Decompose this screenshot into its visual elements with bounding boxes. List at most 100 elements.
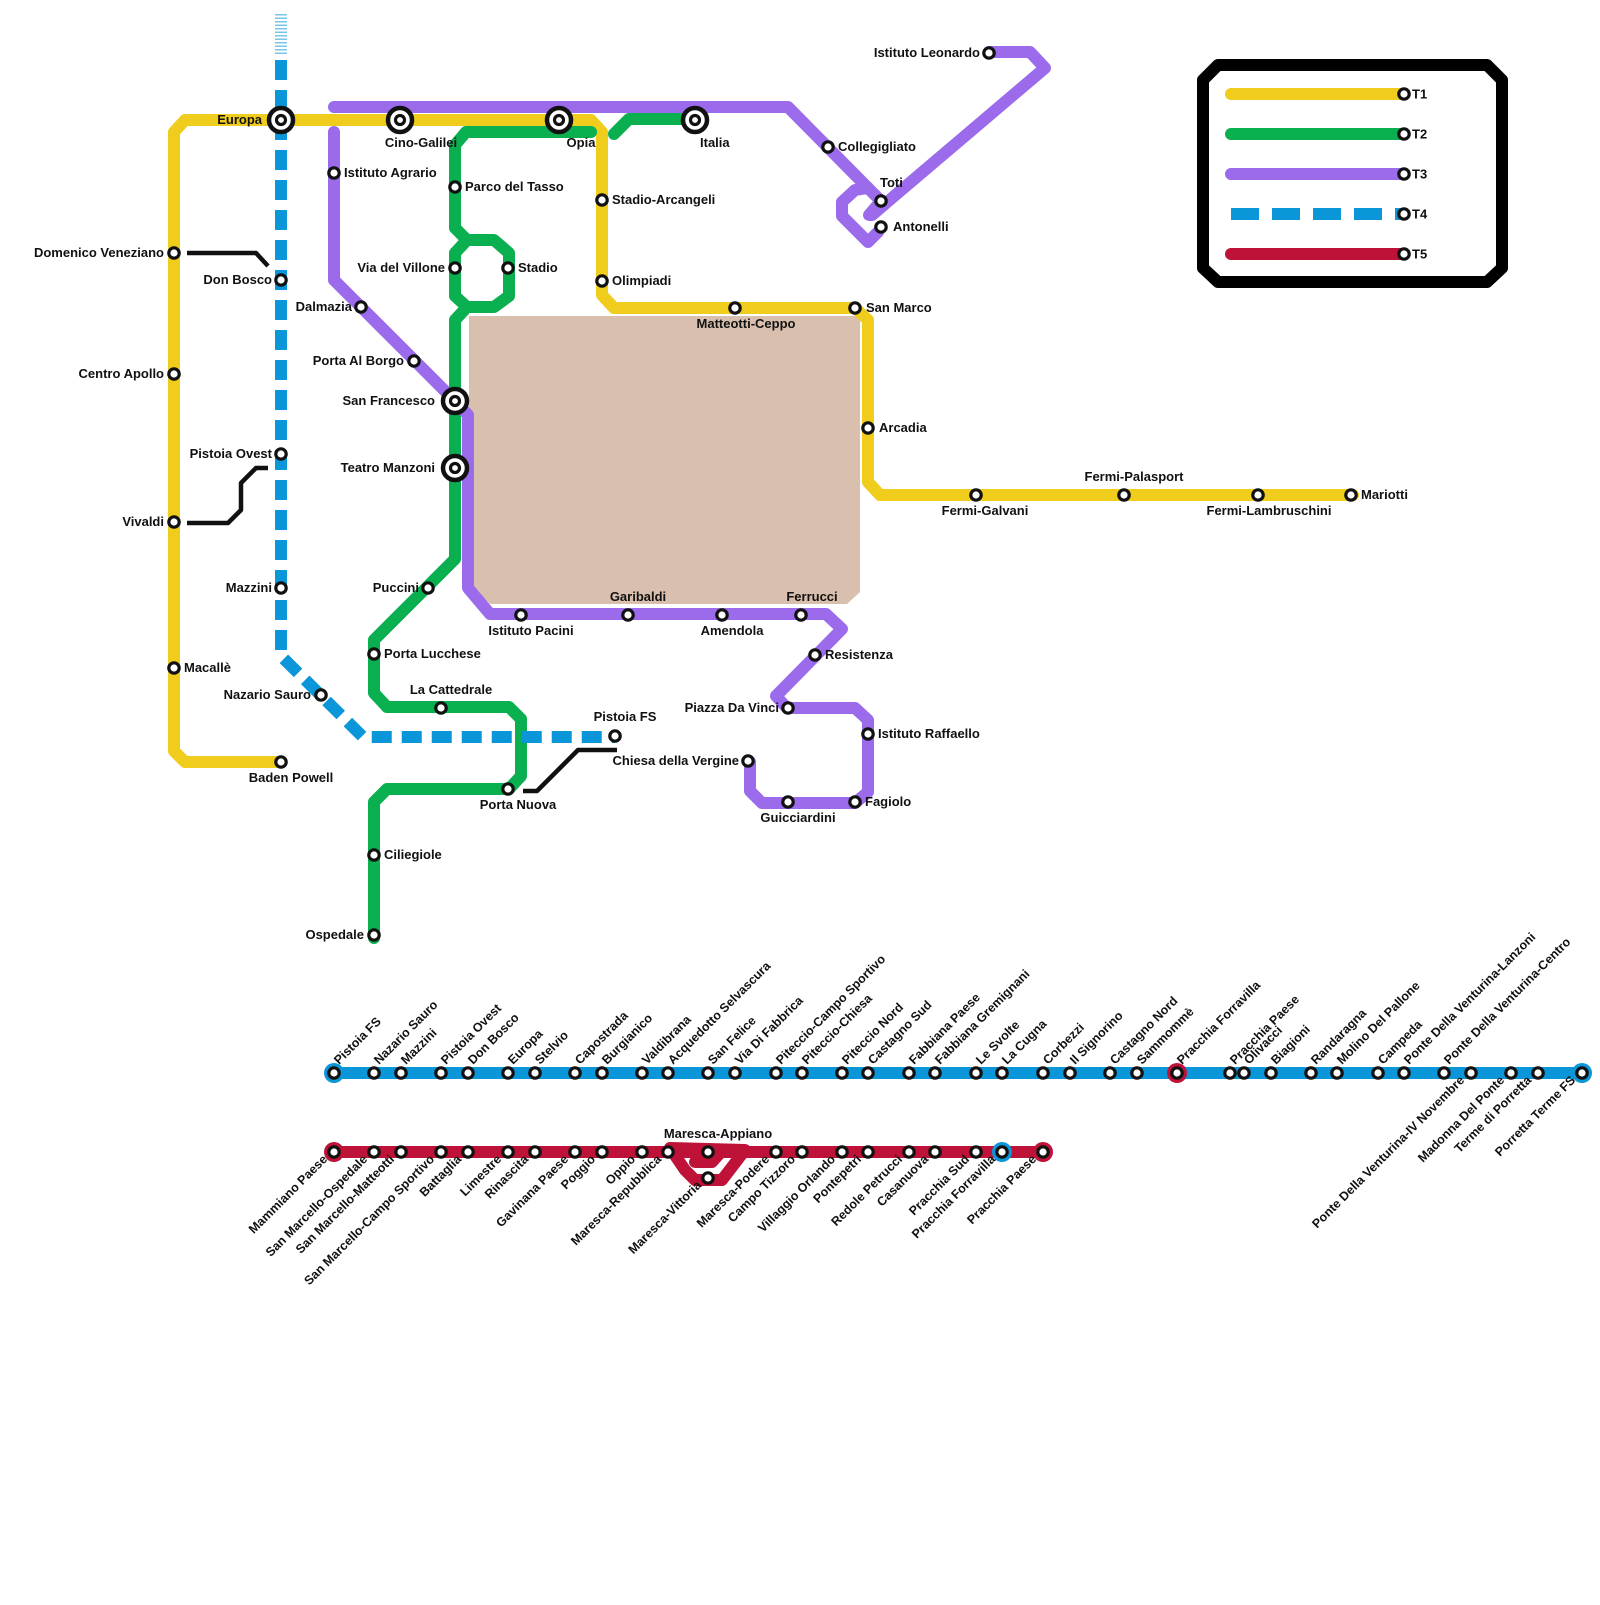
station-stadio[interactable]: Stadio xyxy=(501,260,558,275)
station-marker xyxy=(595,1145,609,1159)
station-istituto-agrario[interactable]: Istituto Agrario xyxy=(327,165,437,180)
station-label: Nazario Sauro xyxy=(224,687,311,702)
station-marker xyxy=(327,1066,341,1080)
station-marker xyxy=(367,647,381,661)
station-guicciardini[interactable]: Guicciardini xyxy=(760,795,836,825)
station-matteotti-ceppo[interactable]: Matteotti-Ceppo xyxy=(697,301,796,331)
station-marker xyxy=(394,1066,408,1080)
station-pistoia-fs[interactable]: Pistoia FS xyxy=(594,709,657,743)
line-t2-italia-spur xyxy=(608,113,702,140)
station-istituto-raffaello[interactable]: Istituto Raffaello xyxy=(861,726,980,741)
station-marker xyxy=(167,515,181,529)
station-garibaldi[interactable]: Garibaldi xyxy=(610,589,666,622)
station-label: Fagiolo xyxy=(865,794,911,809)
station-mazzini[interactable]: Mazzini xyxy=(226,580,288,595)
station-opia[interactable]: Opia xyxy=(544,105,596,150)
station-istituto-pacini[interactable]: Istituto Pacini xyxy=(488,608,574,638)
station-label: Matteotti-Ceppo xyxy=(697,316,796,331)
station-marker xyxy=(1504,1066,1518,1080)
station-fagiolo[interactable]: Fagiolo xyxy=(848,794,911,809)
station-label: Baden Powell xyxy=(249,770,334,785)
station-amendola[interactable]: Amendola xyxy=(701,608,765,638)
station-olimpiadi[interactable]: Olimpiadi xyxy=(595,273,671,288)
station-la-cattedrale[interactable]: La Cattedrale xyxy=(410,682,492,715)
station-label: Guicciardini xyxy=(760,810,835,825)
station-label: Toti xyxy=(880,175,903,190)
station-dalmazia[interactable]: Dalmazia xyxy=(296,299,368,314)
station-marker xyxy=(635,1066,649,1080)
station-marker xyxy=(327,1145,341,1159)
station-marker xyxy=(528,1145,542,1159)
station-don-bosco[interactable]: Don Bosco xyxy=(203,272,288,287)
station-label: Maresca-Appiano xyxy=(664,1126,772,1141)
station-marker xyxy=(1117,488,1131,502)
station-label: Pistoia FS xyxy=(594,709,657,724)
station-marker xyxy=(861,1066,875,1080)
station-vivaldi[interactable]: Vivaldi xyxy=(122,514,181,529)
station-marker xyxy=(608,729,622,743)
station-nazario-sauro[interactable]: Nazario Sauro xyxy=(224,687,328,702)
station-fermi-lambruschini[interactable]: Fermi-Lambruschini xyxy=(1207,488,1332,518)
station-istituto-leonardo[interactable]: Istituto Leonardo xyxy=(874,45,996,60)
station-porta-lucchese[interactable]: Porta Lucchese xyxy=(367,646,481,661)
station-san-francesco[interactable]: San Francesco xyxy=(343,386,470,416)
station-marker xyxy=(274,755,288,769)
station-marker xyxy=(728,1066,742,1080)
line-t3-toti-loop xyxy=(836,182,884,248)
station-macalle[interactable]: Macallè xyxy=(167,660,231,675)
station-antonelli[interactable]: Antonelli xyxy=(874,219,949,234)
station-teatro-manzoni[interactable]: Teatro Manzoni xyxy=(341,453,470,483)
station-porta-al-borgo[interactable]: Porta Al Borgo xyxy=(313,353,421,368)
station-baden-powell[interactable]: Baden Powell xyxy=(249,755,334,785)
station-ospedale[interactable]: Ospedale xyxy=(305,927,381,942)
station-puccini[interactable]: Puccini xyxy=(373,580,435,595)
station-domenico-veneziano[interactable]: Domenico Veneziano xyxy=(34,245,181,260)
line-t1 xyxy=(168,114,1359,768)
station-ciliegiole[interactable]: Ciliegiole xyxy=(367,847,442,862)
station-label: Gavinana Paese xyxy=(493,1152,571,1230)
station-italia[interactable]: Italia xyxy=(680,105,730,150)
station-marker xyxy=(367,928,381,942)
station-parco-del-tasso[interactable]: Parco del Tasso xyxy=(448,179,564,194)
station-marker xyxy=(661,1066,675,1080)
interchange-inner-marker xyxy=(448,394,462,408)
station-marker xyxy=(1371,1066,1385,1080)
station-label: Ferrucci xyxy=(786,589,837,604)
station-label: Istituto Pacini xyxy=(488,623,573,638)
station-chiesa-della-vergine[interactable]: Chiesa della Vergine xyxy=(613,753,755,768)
station-fermi-galvani[interactable]: Fermi-Galvani xyxy=(942,488,1029,518)
station-marker xyxy=(167,367,181,381)
station-europa[interactable]: Europa xyxy=(217,105,296,135)
station-cino-galilei[interactable]: Cino-Galilei xyxy=(385,105,457,150)
station-label: Olimpiadi xyxy=(612,273,671,288)
station-via-del-villone[interactable]: Via del Villone xyxy=(357,260,462,275)
station-porta-nuova[interactable]: Porta Nuova xyxy=(480,782,557,812)
station-stadio-arcangeli[interactable]: Stadio-Arcangeli xyxy=(595,192,715,207)
station-marker xyxy=(1251,488,1265,502)
station-label: Pistoia Ovest xyxy=(190,446,273,461)
station-t4-ponte-della-venturina-iv-novembre[interactable]: Ponte Della Venturina-IV Novembre xyxy=(1309,1066,1478,1231)
city-center-district xyxy=(469,316,860,604)
station-centro-apollo[interactable]: Centro Apollo xyxy=(79,366,181,381)
station-label: Centro Apollo xyxy=(79,366,165,381)
station-toti[interactable]: Toti xyxy=(874,175,903,208)
station-marker xyxy=(434,1066,448,1080)
station-marker xyxy=(1170,1066,1184,1080)
station-t5-maresca-appiano[interactable]: Maresca-Appiano xyxy=(664,1126,772,1159)
station-t4-ponte-della-venturina-lanzoni[interactable]: Ponte Della Venturina-Lanzoni xyxy=(1397,930,1539,1080)
line-t3-top xyxy=(328,46,1051,221)
station-fermi-palasport[interactable]: Fermi-Palasport xyxy=(1085,469,1185,502)
station-pistoia-ovest[interactable]: Pistoia Ovest xyxy=(190,446,288,461)
station-arcadia[interactable]: Arcadia xyxy=(861,420,928,435)
station-collegigliato[interactable]: Collegigliato xyxy=(821,139,916,154)
station-mariotti[interactable]: Mariotti xyxy=(1344,487,1408,502)
station-marker xyxy=(595,274,609,288)
station-marker xyxy=(367,1066,381,1080)
station-label: Parco del Tasso xyxy=(465,179,564,194)
station-resistenza[interactable]: Resistenza xyxy=(808,647,894,662)
station-san-marco[interactable]: San Marco xyxy=(848,300,932,315)
station-piazza-da-vinci[interactable]: Piazza Da Vinci xyxy=(685,700,795,715)
station-marker xyxy=(795,1066,809,1080)
station-ferrucci[interactable]: Ferrucci xyxy=(786,589,838,622)
station-marker xyxy=(969,488,983,502)
